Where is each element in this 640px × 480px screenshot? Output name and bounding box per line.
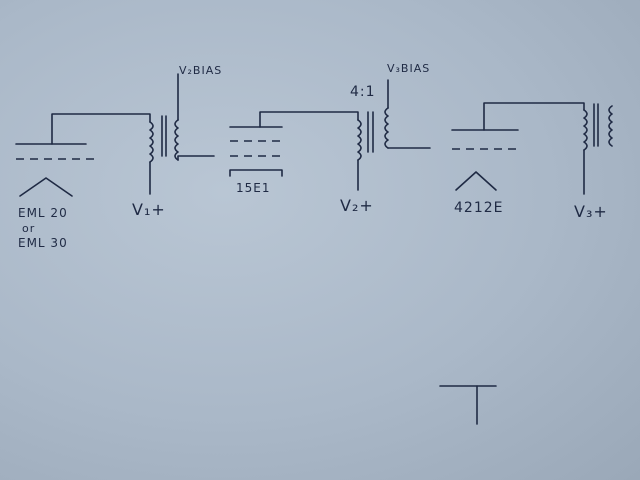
tube-1 [15,143,96,197]
coupling-lead-1 [177,155,215,161]
v1-label: V₁+ [132,200,166,219]
transformer-1-secondary [174,119,179,161]
v3-label: V₃+ [574,202,608,221]
tube-3 [451,129,519,191]
transformer-2-primary [357,119,362,161]
output-transformer-3 [583,103,613,151]
tube-3-label: 4212E [454,200,504,216]
ground-tee-mark [439,385,497,425]
tube-3-filament [455,171,497,191]
plate-lead-1 [51,113,151,145]
tube-2-label: 15E1 [236,181,271,195]
tube-2 [229,126,283,177]
plate-lead-3 [483,102,585,131]
output-transformer-2 [357,107,389,161]
transformer-1-primary [149,121,154,163]
transformer-2-secondary [384,107,389,149]
v2bias-label: V₂BIAS [179,64,223,77]
output-transformer-1 [149,115,179,163]
tube-1-filament [19,177,73,197]
v3bias-label: V₃BIAS [387,62,431,75]
tube-1-label-line-2: or [22,222,36,235]
v2-label: V₂+ [340,196,374,215]
transformer-ratio-label: 4:1 [350,84,376,100]
tube-1-label-line-3: EML 30 [18,236,68,250]
transformer-3-secondary [608,105,613,147]
plate-lead-2 [259,111,359,128]
transformer-3-primary [583,109,588,151]
tube-2-cathode [229,169,283,177]
tube-1-label-line-1: EML 20 [18,206,68,220]
